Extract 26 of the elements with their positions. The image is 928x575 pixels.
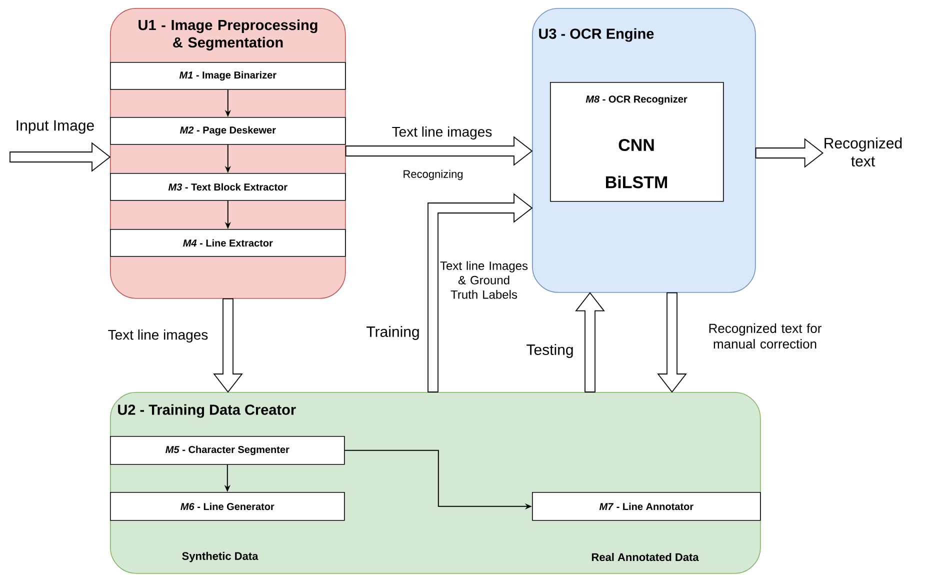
module-box: M1 - Image Binarizer bbox=[110, 62, 346, 90]
module-box: M5 - Character Segmenter bbox=[110, 436, 345, 465]
edge-label: Recognized text for manual correction bbox=[709, 323, 822, 349]
module-box: M7 - Line Annotator bbox=[532, 492, 761, 521]
section-label: Synthetic Data bbox=[182, 552, 258, 562]
annotation-text: Recognizing bbox=[404, 170, 463, 180]
output-text: Recognized text bbox=[824, 138, 902, 166]
section-label: Real Annotated Data bbox=[592, 552, 699, 562]
block-arrow bbox=[755, 138, 824, 168]
module-box: M3 - Text Block Extractor bbox=[110, 173, 346, 201]
annotation-text: Text line Images & Ground Truth Labels bbox=[440, 261, 528, 299]
block-arrow bbox=[657, 292, 687, 393]
edge-label: Text line images bbox=[108, 329, 208, 343]
edge-label: Training bbox=[366, 326, 419, 340]
block-arrow bbox=[10, 142, 111, 172]
block-arrow bbox=[345, 136, 533, 166]
edge-label: Testing bbox=[526, 344, 573, 358]
recognizer-box: M8 - OCR Recognizer CNN BiLSTM bbox=[550, 82, 724, 202]
module-box: M6 - Line Generator bbox=[110, 492, 345, 521]
block-arrow bbox=[575, 292, 605, 392]
edge-label: Input Image bbox=[16, 120, 94, 134]
module-box: M4 - Line Extractor bbox=[110, 229, 346, 257]
block-arrow bbox=[428, 193, 533, 392]
edge-label: Text line images bbox=[392, 126, 492, 140]
module-box: M2 - Page Deskewer bbox=[110, 117, 346, 145]
block-arrow bbox=[213, 298, 243, 393]
